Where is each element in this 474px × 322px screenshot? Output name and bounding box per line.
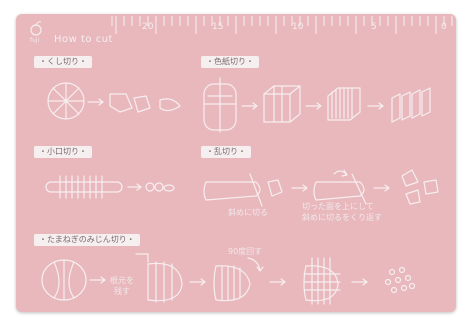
section-label-tamanegi: ・たまねぎのみじん切り・ bbox=[34, 234, 140, 246]
tamanegi-halved-icon bbox=[135, 253, 183, 303]
shikishigiri-squares-icon bbox=[391, 87, 431, 123]
note-nemoto-2: 残す bbox=[114, 287, 130, 296]
kushigiri-wedge-icon bbox=[109, 93, 181, 113]
arrow-icon bbox=[241, 102, 258, 110]
tamanegi-grid-icon bbox=[303, 257, 341, 305]
section-label-koguchigiri: ・小口切り・ bbox=[34, 146, 92, 158]
ruler-number: 10 bbox=[292, 22, 304, 32]
note-rotate: 90度回す bbox=[228, 247, 263, 256]
note-naname: 斜めに切る bbox=[228, 208, 268, 217]
rangiri-turn-icon bbox=[313, 169, 367, 205]
koguchigiri-rounds-icon bbox=[145, 182, 175, 192]
note-rangiri-1: 切った面を上にして bbox=[302, 202, 374, 211]
arrow-icon bbox=[373, 184, 390, 192]
arrow-icon bbox=[269, 278, 286, 286]
brand-name: fuji bbox=[30, 37, 40, 44]
section-label-rangiri: ・乱切り・ bbox=[201, 146, 251, 158]
tamanegi-rotated-icon bbox=[213, 257, 264, 302]
tamanegi-onion-icon bbox=[41, 259, 87, 301]
arrow-icon bbox=[305, 102, 322, 110]
shikishigiri-block-icon bbox=[263, 85, 301, 123]
kushigiri-onion-icon bbox=[47, 82, 85, 120]
arrow-icon bbox=[189, 278, 206, 286]
arrow-icon bbox=[127, 183, 142, 191]
koguchigiri-scallion-icon bbox=[45, 175, 123, 199]
note-nemoto-1: 根元を bbox=[110, 276, 134, 285]
cutting-board: 20 15 10 5 0 fuji How to cut ・くし切り・ ・色紙切… bbox=[16, 14, 456, 312]
arrow-icon bbox=[291, 184, 308, 192]
section-label-shikishigiri: ・色紙切り・ bbox=[201, 56, 259, 68]
brand-logo-icon bbox=[30, 21, 42, 36]
arrow-icon bbox=[351, 278, 368, 286]
arrow-icon bbox=[87, 98, 104, 106]
ruler-number: 0 bbox=[441, 22, 447, 32]
page-title: How to cut bbox=[54, 34, 113, 45]
rangiri-pieces-icon bbox=[401, 169, 439, 205]
section-label-kushigiri: ・くし切り・ bbox=[34, 56, 92, 68]
note-rangiri-2: 斜めに切るをくり返す bbox=[302, 213, 382, 222]
arrow-icon bbox=[367, 102, 384, 110]
shikishigiri-slices-icon bbox=[327, 87, 361, 121]
shikishigiri-radish-icon bbox=[203, 77, 237, 133]
ruler-number: 20 bbox=[142, 22, 154, 32]
tamanegi-minced-icon bbox=[384, 266, 416, 294]
rangiri-carrot-icon bbox=[203, 173, 283, 207]
ruler-number: 15 bbox=[212, 22, 224, 32]
cutting-illustrations bbox=[41, 77, 439, 305]
ruler-number: 5 bbox=[371, 22, 377, 32]
arrow-icon bbox=[89, 276, 106, 284]
ruler bbox=[111, 16, 453, 34]
